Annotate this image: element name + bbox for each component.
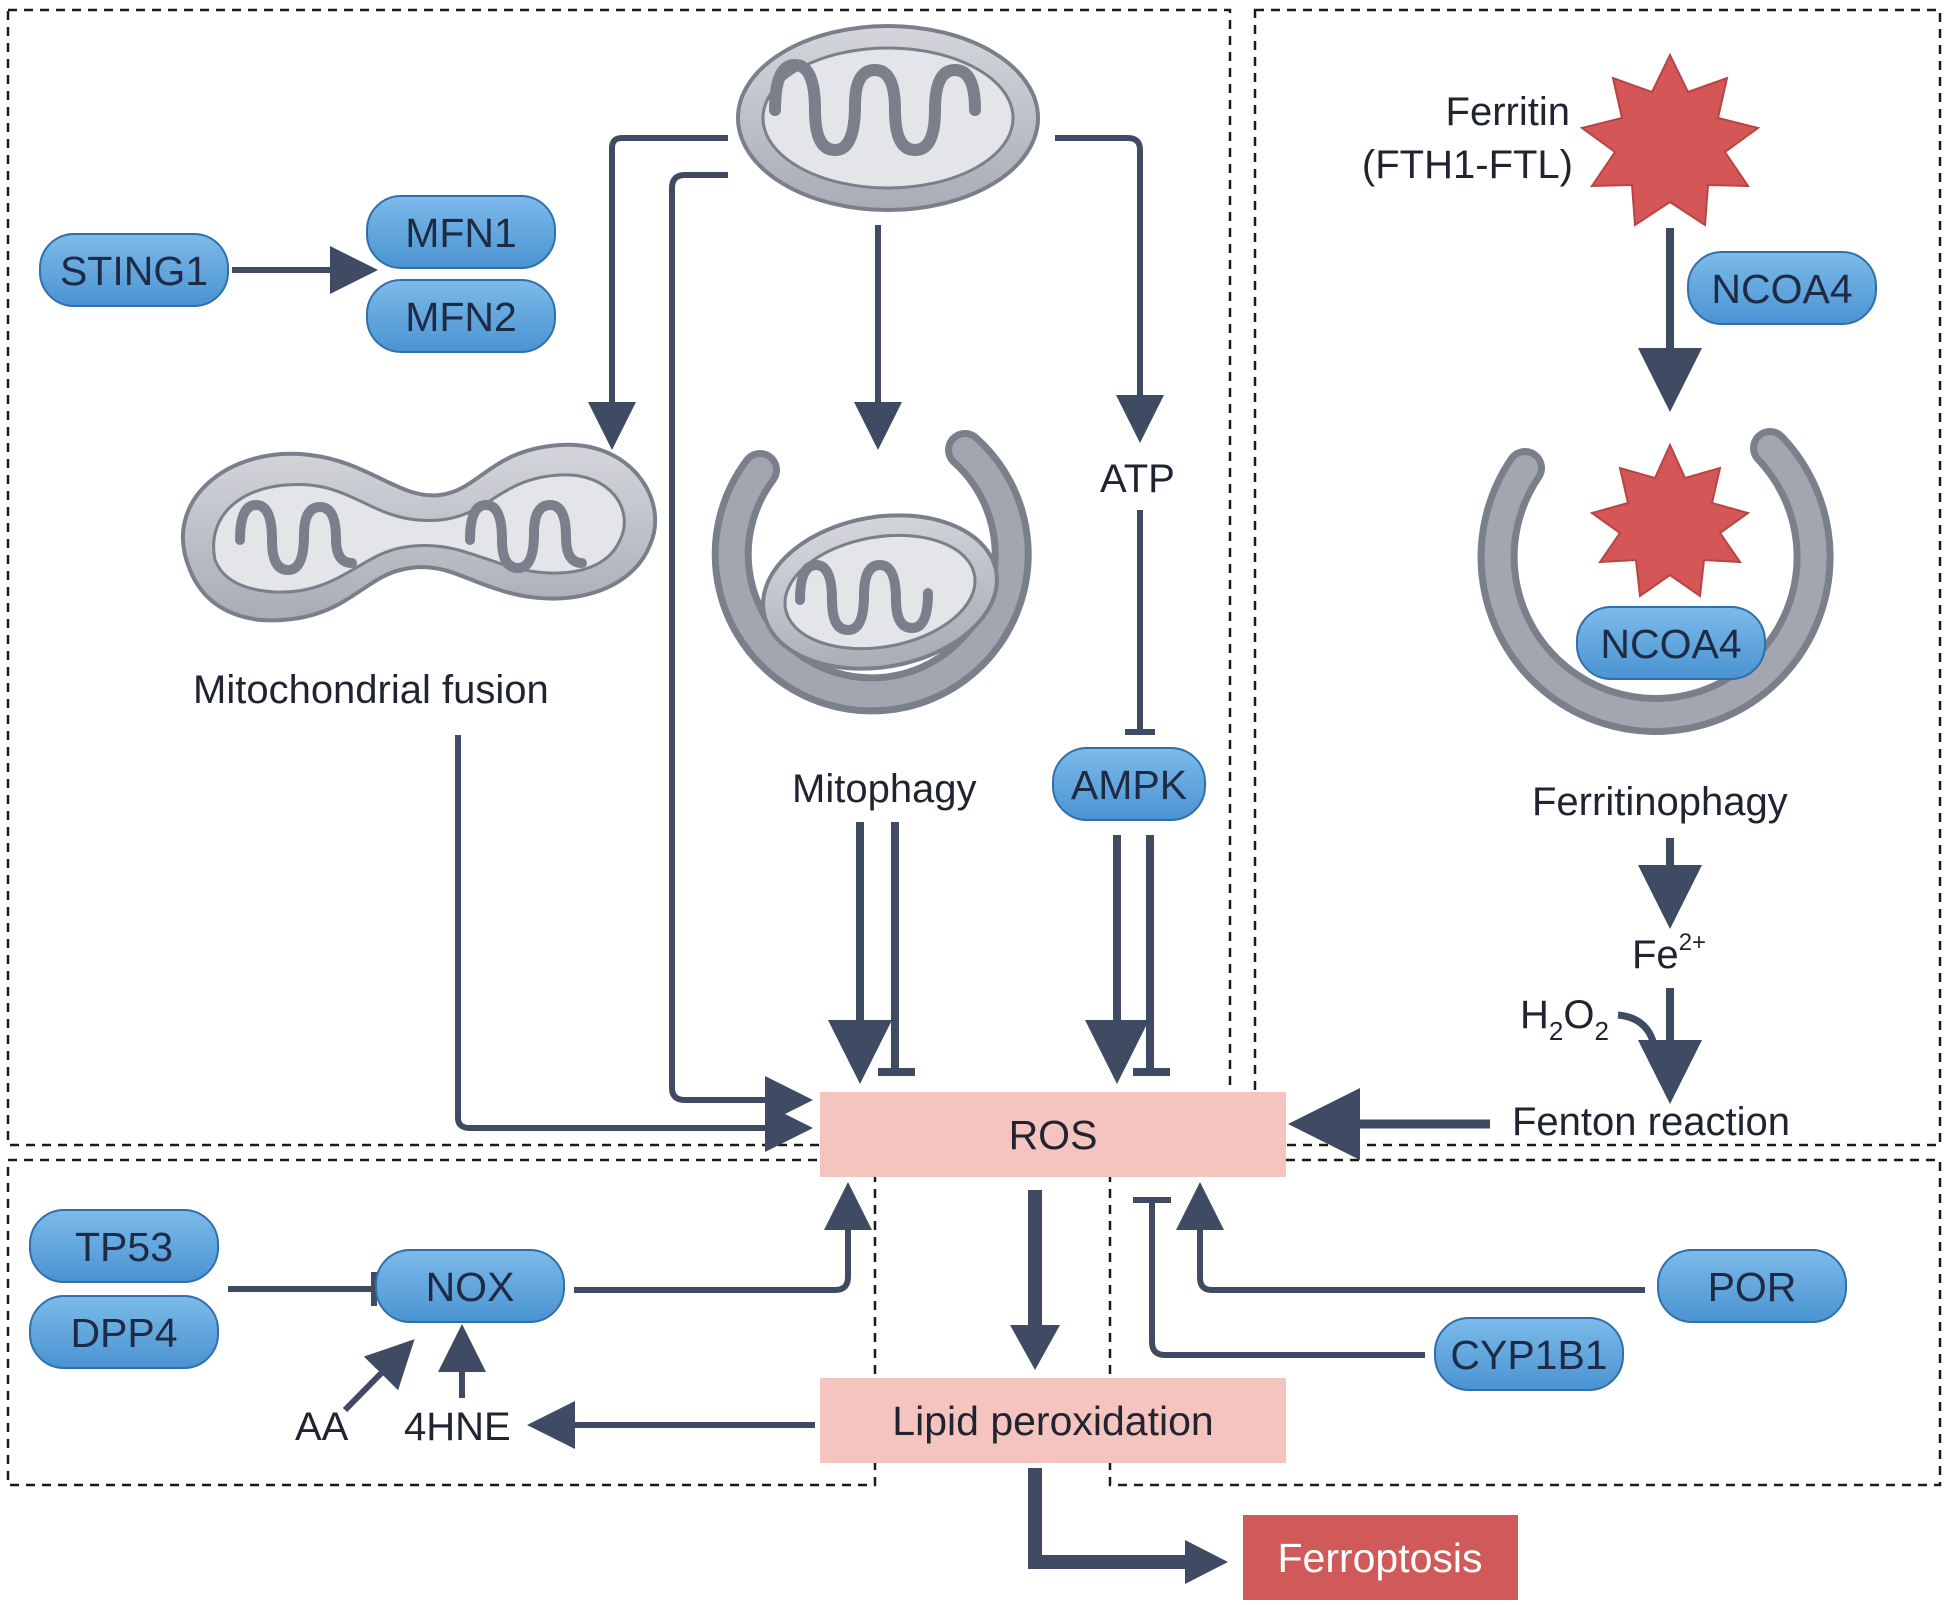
fused-mitochondria bbox=[181, 442, 657, 623]
arrow-h2o2-join bbox=[1617, 1011, 1659, 1051]
cyp1b1-pill: CYP1B1 bbox=[1434, 1317, 1624, 1391]
mfn1-label: MFN1 bbox=[405, 210, 517, 256]
por-pill: POR bbox=[1657, 1249, 1847, 1323]
nox-pill: NOX bbox=[375, 1249, 565, 1323]
ncoa4-inner-label: NCOA4 bbox=[1600, 621, 1741, 667]
arrow-por-ros bbox=[1176, 1182, 1645, 1293]
h2o2-label: H2O2 bbox=[1520, 993, 1609, 1046]
mitochondrial-fusion-label: Mitochondrial fusion bbox=[193, 668, 549, 712]
sting1-pill: STING1 bbox=[39, 233, 229, 307]
lipid-peroxidation-box: Lipid peroxidation bbox=[820, 1378, 1286, 1463]
region-nox bbox=[6, 1158, 877, 1487]
nox-label: NOX bbox=[426, 1264, 515, 1310]
mitophagy-label: Mitophagy bbox=[792, 767, 977, 811]
fe-label: Fe2+ bbox=[1632, 929, 1706, 977]
arrow-fusion-ros bbox=[455, 735, 813, 1152]
ferritinophagy-autophagosome bbox=[1477, 428, 1834, 735]
arrow-aa-nox bbox=[342, 1339, 415, 1413]
ncoa4-inner-pill: NCOA4 bbox=[1576, 606, 1766, 680]
atp-label: ATP bbox=[1100, 457, 1175, 501]
arrow-lipid-ferroptosis-head bbox=[1185, 1540, 1228, 1584]
ampk-label: AMPK bbox=[1071, 762, 1187, 808]
mitophagy-autophagosome bbox=[711, 430, 1032, 715]
inhibit-cyp1b1-ros bbox=[1149, 1200, 1425, 1358]
hne-label: 4HNE bbox=[404, 1405, 511, 1449]
arrow-mito-fusion bbox=[588, 135, 728, 450]
arrow-nox-ros bbox=[574, 1182, 872, 1293]
tp53-label: TP53 bbox=[75, 1224, 173, 1270]
cyp1b1-label: CYP1B1 bbox=[1450, 1332, 1607, 1378]
lipid-peroxidation-label: Lipid peroxidation bbox=[892, 1398, 1213, 1444]
ferroptosis-label: Ferroptosis bbox=[1277, 1535, 1482, 1581]
arrow-lipid-ferroptosis bbox=[1028, 1468, 1195, 1569]
fenton-label: Fenton reaction bbox=[1512, 1100, 1790, 1144]
aa-label: AA bbox=[295, 1405, 349, 1449]
mfn1-pill: MFN1 bbox=[366, 195, 556, 269]
ros-label: ROS bbox=[1009, 1112, 1098, 1158]
ferritinophagy-label: Ferritinophagy bbox=[1532, 780, 1788, 824]
ncoa4-top-pill: NCOA4 bbox=[1687, 251, 1877, 325]
ferritin-star bbox=[1579, 52, 1761, 227]
por-label: POR bbox=[1708, 1264, 1797, 1310]
ros-box: ROS bbox=[820, 1092, 1286, 1177]
ferritin-sub-label: (FTH1-FTL) bbox=[1362, 143, 1573, 187]
tp53-pill: TP53 bbox=[29, 1209, 219, 1283]
region-mitochondria bbox=[6, 8, 1232, 1147]
dpp4-pill: DPP4 bbox=[29, 1295, 219, 1369]
ampk-pill: AMPK bbox=[1052, 747, 1206, 821]
region-cyp bbox=[1108, 1158, 1942, 1487]
mfn2-label: MFN2 bbox=[405, 294, 517, 340]
region-ferritinophagy bbox=[1253, 8, 1942, 1147]
ferroptosis-box: Ferroptosis bbox=[1243, 1515, 1518, 1600]
sting1-label: STING1 bbox=[60, 248, 208, 294]
ncoa4-top-label: NCOA4 bbox=[1711, 266, 1852, 312]
mitochondrion-top bbox=[736, 24, 1040, 212]
mfn2-pill: MFN2 bbox=[366, 279, 556, 353]
arrow-ros-lipid-head bbox=[1010, 1325, 1060, 1370]
arrow-mito-atp bbox=[1055, 135, 1164, 443]
ferritin-label: Ferritin bbox=[1446, 90, 1570, 134]
arrow-mito-ros bbox=[669, 172, 813, 1124]
dpp4-label: DPP4 bbox=[70, 1310, 177, 1356]
